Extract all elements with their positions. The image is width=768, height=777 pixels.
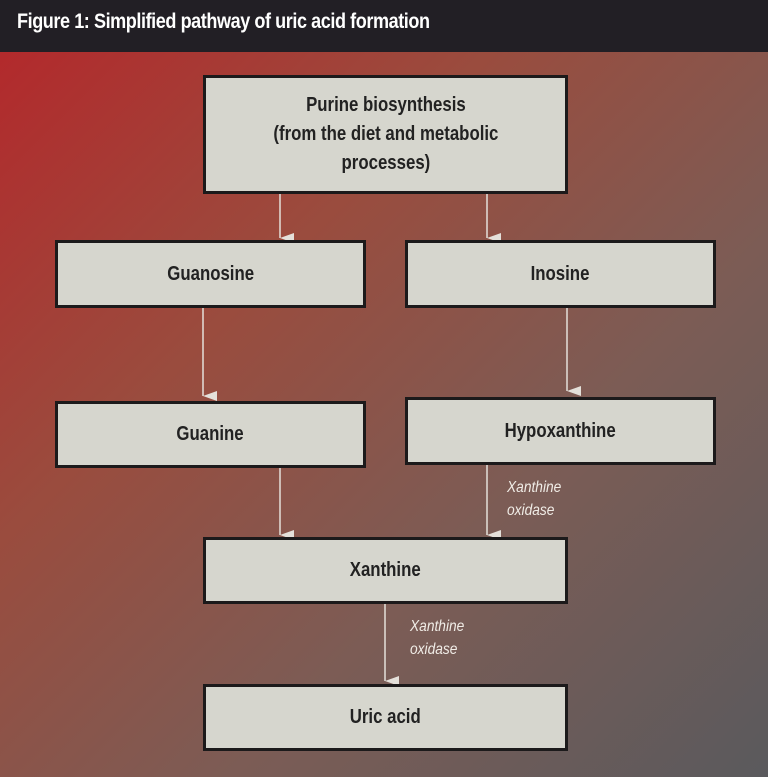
purine-line-3: processes)	[341, 152, 430, 174]
purine-line-1: Purine biosynthesis	[305, 94, 466, 116]
xanthine-label: Xanthine	[350, 559, 421, 581]
node-guanosine: Guanosine	[55, 240, 366, 308]
guanosine-label: Guanosine	[167, 262, 254, 285]
inosine-label: Inosine	[531, 262, 590, 285]
node-xanthine: Xanthine	[203, 537, 568, 604]
hypoxanthine-label: Hypoxanthine	[504, 419, 617, 442]
enzyme-line-1: Xanthine	[507, 479, 562, 496]
figure-title: Figure 1: Simplified pathway of uric aci…	[17, 10, 430, 33]
enzyme-label-hypoxanthine-xanthine: Xanthine oxidase	[507, 476, 561, 522]
enzyme-label-xanthine-uric-acid: Xanthine oxidase	[410, 615, 464, 661]
enzyme-line-1: Xanthine	[410, 618, 465, 635]
node-uric-acid: Uric acid	[203, 684, 568, 751]
purine-line-2: (from the diet and metabolic	[273, 123, 498, 145]
enzyme-line-2: oxidase	[507, 502, 555, 519]
node-inosine: Inosine	[405, 240, 716, 308]
node-purine-biosynthesis: Purine biosynthesis (from the diet and m…	[203, 75, 568, 194]
node-guanine: Guanine	[55, 401, 366, 468]
uric-acid-label: Uric acid	[350, 706, 421, 728]
guanine-label: Guanine	[176, 423, 245, 445]
figure-header: Figure 1: Simplified pathway of uric aci…	[0, 0, 768, 52]
node-hypoxanthine: Hypoxanthine	[405, 397, 716, 465]
enzyme-line-2: oxidase	[410, 641, 458, 658]
